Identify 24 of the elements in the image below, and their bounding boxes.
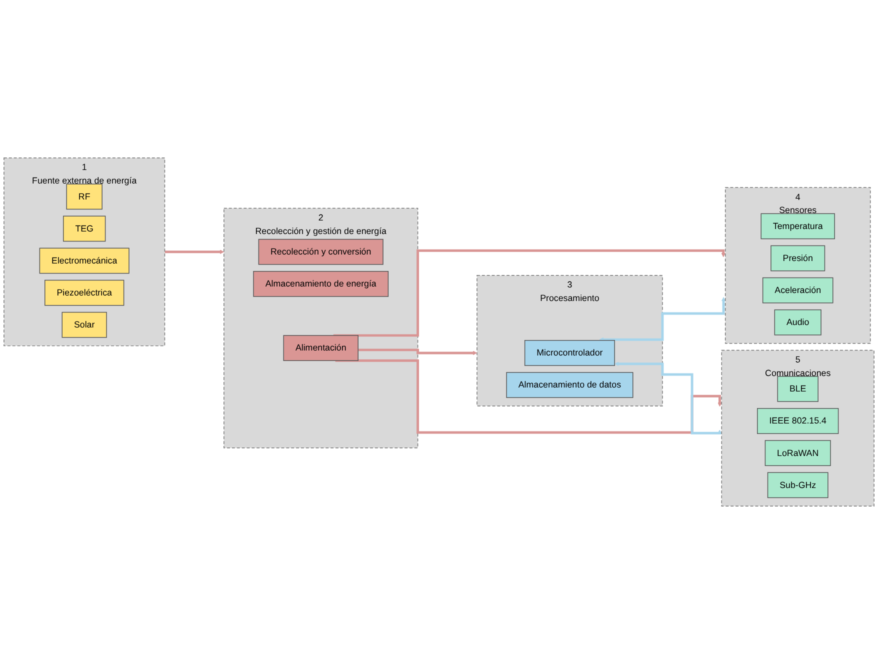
node-box: TEG — [63, 216, 106, 242]
arrow — [333, 249, 726, 337]
node-box: Microcontrolador — [524, 340, 615, 366]
arrow — [335, 359, 722, 434]
node-box: RF — [66, 184, 102, 210]
node-box: Audio — [774, 309, 822, 336]
node-box: Temperatura — [760, 213, 835, 240]
node-box: IEEE 802.15.4 — [757, 408, 839, 434]
node-box: Sub-GHz — [767, 472, 828, 498]
node-box: Electromecánica — [39, 248, 130, 274]
node-box: BLE — [777, 376, 818, 402]
node-box: Recolección y conversión — [258, 238, 384, 265]
arrow — [599, 297, 726, 342]
node-box: LoRaWAN — [764, 440, 831, 466]
arrow — [358, 348, 478, 356]
node-box: Piezoeléctrica — [44, 280, 124, 306]
node-box: Almacenamiento de datos — [506, 372, 634, 398]
node-box: Alimentación — [283, 335, 358, 361]
node-box: Aceleración — [762, 277, 834, 304]
node-box: Almacenamiento de energía — [253, 270, 389, 297]
node-box: Presión — [770, 245, 826, 272]
node-box: Solar — [62, 312, 107, 338]
arrow — [614, 362, 722, 434]
arrow — [164, 250, 224, 254]
